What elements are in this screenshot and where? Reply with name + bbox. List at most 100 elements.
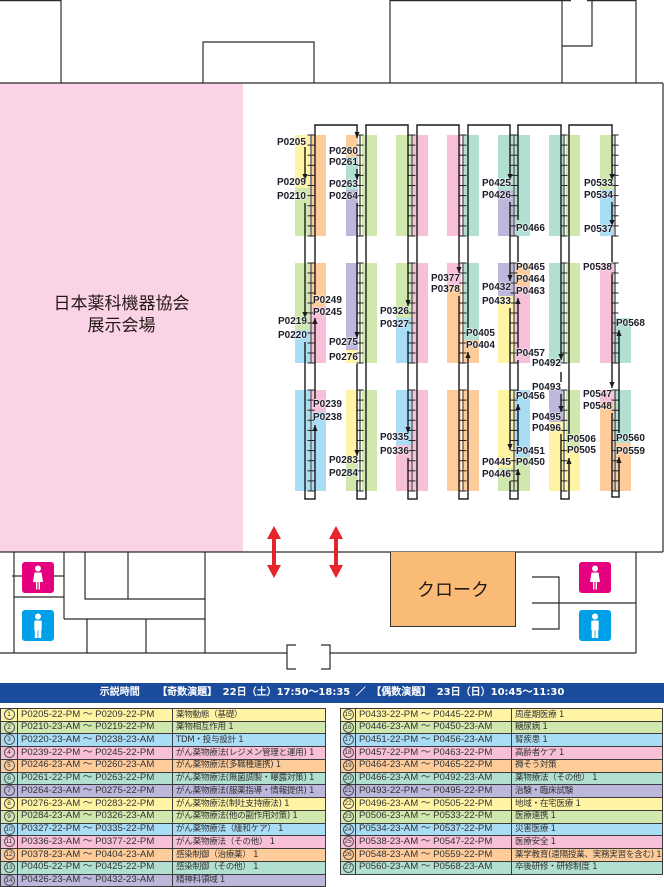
exhibit-area-title: 日本薬科機器協会 展示会場 [0,293,243,337]
booth-strip [447,390,461,491]
category-name: がん薬物療法(レジメン管理と運用) 1 [172,746,326,760]
booth-number-label: P0261 [329,157,358,168]
row-number: 25 [342,836,354,848]
booth-number-label: P0495 [532,412,561,423]
poster-range: P0464-23-AM ～ P0465-22-PM [355,758,512,773]
booth-strip [549,263,563,363]
route-arrow-icon [609,174,615,180]
row-number: 1 [3,709,15,720]
booth-number-label: P0335 [380,432,409,443]
category-name: がん薬物療法(他の副作用対策) 1 [172,809,326,824]
odd-session-label: 【奇数演題】 [157,687,218,698]
booth-number-label: P0283 [329,455,358,466]
row-number: 20 [342,773,354,784]
booth-number-label: P0239 [313,399,342,410]
booth-number-label: P0426 [482,190,511,201]
row-number: 4 [3,747,15,759]
booth-strip [498,263,513,296]
category-name: 高齢者ケア 1 [511,746,663,760]
category-name: 精神科領域 1 [172,873,326,887]
poster-range: P0457-22-PM ～ P0463-22-PM [355,746,512,760]
booth-number-label: P0327 [380,319,409,330]
category-name: がん薬物療法(制吐支持療法) 1 [172,797,326,811]
booth-number-label: P0405 [466,328,495,339]
route-arrow-icon [566,458,572,464]
row-number: 21 [342,785,354,797]
booth-number-label: P0245 [313,307,342,318]
row-number: 17 [342,734,354,746]
category-name: 卒後研修・研修制度 1 [511,860,663,875]
booth-strip [515,457,530,491]
wall-line [389,0,636,83]
cloakroom-label: クローク [417,580,489,601]
restroom-women-icon [579,562,611,593]
row-number: 6 [3,773,15,784]
booth-number-label: P0465 [516,262,545,273]
booth-number-label: P0433 [482,296,511,307]
category-name: がん薬物療法（緩和ケア） 1 [172,822,326,837]
poster-range: P0538-23-AM ～ P0547-22-PM [355,835,512,850]
booth-number-label: P0506 [567,434,596,445]
booth-strip [549,390,563,422]
cloakroom: クローク [390,552,516,627]
booth-number-label: P0547 [583,389,612,400]
poster-range: P0446-23-AM ～ P0450-23-AM [355,720,512,735]
booth-strip [295,390,310,491]
double-headed-arrow-icon [329,526,343,578]
category-name: 薬学教育(遠隔授業、実務実習を含む) 1 [511,848,663,862]
route-arrow-icon [558,406,564,412]
booth-strip [295,330,310,363]
booth-number-label: P0538 [583,262,612,273]
poster-range: P0426-23-AM ～ P0432-23-AM [17,873,173,887]
exhibit-area-line1: 日本薬科機器協会 [53,294,190,314]
category-name: TDM・投与設計 1 [172,733,326,748]
booth-number-label: P0284 [329,468,358,479]
odd-session-time: 22日（土）17:50～18:35 [222,687,351,698]
booth-number-label: P0559 [616,446,645,457]
route-arrow-icon [609,382,615,388]
even-session-label: 【偶数演題】 [371,687,432,698]
booth-number-label: P0533 [584,178,613,189]
row-number: 23 [342,811,354,822]
booth-strip [346,190,358,236]
booth-number-label: P0457 [516,348,545,359]
booth-strip [346,350,358,363]
booth-strip [447,285,461,363]
route-arrow-icon [405,427,411,433]
poster-range: P0496-23-AM ～ P0505-22-PM [355,797,512,811]
booth-strip [396,318,411,363]
booth-number-label: P0464 [516,274,545,285]
row-number: 27 [342,862,354,873]
booth-strip [498,390,513,468]
route-arrow-icon [507,174,513,180]
booth-number-label: P0425 [482,178,511,189]
booth-strip [447,135,461,236]
booth-number-label: P0260 [329,146,358,157]
booth-number-label: P0264 [329,191,358,202]
booth-strip [396,135,411,236]
booth-number-label: P0463 [516,286,545,297]
route-arrow-icon [354,174,360,180]
route-arrow-icon [302,312,308,318]
booth-strip [346,263,358,350]
route-arrow-icon [312,425,318,431]
booth-number-label: P0496 [532,423,561,434]
entrance-arrows [267,526,343,578]
booth-number-label: P0238 [313,412,342,423]
category-name: 災害医療 1 [511,822,663,837]
restroom-men-icon [22,610,54,641]
